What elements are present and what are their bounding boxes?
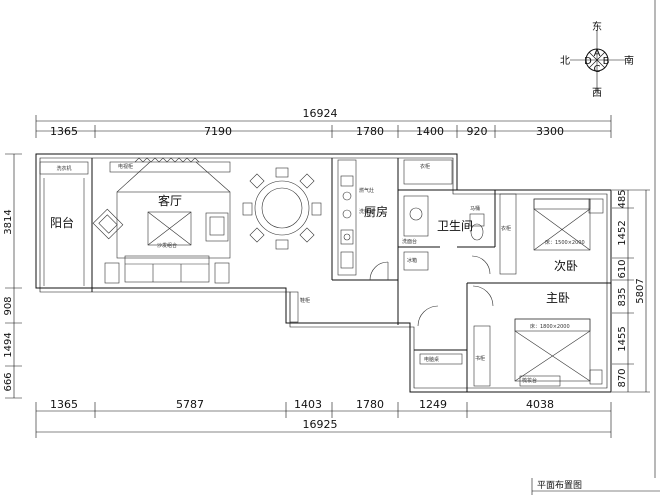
second-bed-size-label: 床：1500×2000	[545, 239, 585, 246]
dresser-label: 梳妆台	[522, 377, 537, 384]
top-dim-1: 1365	[50, 125, 78, 138]
closet-top: 衣柜	[403, 159, 453, 185]
shoe-cabinet-label: 鞋柜	[300, 297, 310, 304]
living-room-label: 客厅	[158, 193, 182, 208]
top-dimension-chain: 16924 1365 7190 1780 1400 920 3300	[35, 107, 612, 138]
left-dim-1: 3814	[3, 209, 14, 234]
right-dim-4: 835	[617, 287, 628, 306]
compass: A B C D 东 北 南 西	[560, 20, 634, 99]
bottom-dim-6: 4038	[526, 398, 554, 411]
left-dim-3: 1494	[3, 332, 14, 357]
bottom-dim-3: 1403	[294, 398, 322, 411]
compass-letter-d: D	[584, 56, 592, 67]
toilet-icon	[469, 213, 485, 241]
master-bed-icon	[514, 318, 591, 382]
top-dim-4: 1400	[416, 125, 444, 138]
bottom-dimension-chain: 1365 5787 1403 1780 1249 4038 16925	[35, 398, 612, 438]
top-dim-6: 3300	[536, 125, 564, 138]
sink-label: 洗菜盆	[359, 208, 374, 215]
carpet-pattern-icon	[147, 211, 192, 246]
bottom-dim-1: 1365	[50, 398, 78, 411]
top-dim-5: 920	[467, 125, 488, 138]
second-bed-icon	[533, 198, 591, 251]
right-dimension-chain: 485 1452 610 835 1455 870 5807	[612, 189, 650, 393]
balcony-label: 阳台	[50, 215, 74, 230]
wardrobe-top-label: 衣柜	[420, 163, 430, 170]
wash-basin-label: 洗面台	[402, 238, 417, 245]
master-bed-size-label: 床：1800×2000	[530, 323, 570, 330]
second-bedroom-label: 次卧	[554, 259, 578, 273]
compass-south-label: 南	[624, 54, 634, 67]
bottom-dim-4: 1780	[356, 398, 384, 411]
top-dim-2: 7190	[204, 125, 232, 138]
right-dim-6: 870	[617, 368, 628, 387]
fridge-label: 冰箱	[407, 257, 417, 264]
bathroom: 洗面台 马桶 卫生间 冰箱	[402, 195, 491, 275]
compass-letter-b: B	[603, 56, 610, 67]
bottom-dim-5: 1249	[419, 398, 447, 411]
compass-letter-a: A	[594, 48, 601, 59]
toilet-label: 马桶	[470, 205, 480, 212]
washer-label: 洗衣机	[56, 165, 71, 172]
dining-table-icon	[242, 167, 322, 250]
sofa-label: 沙发组合	[157, 242, 177, 249]
top-dim-3: 1780	[356, 125, 384, 138]
kitchen-label: 厨房	[364, 204, 388, 219]
right-dim-2: 1452	[617, 220, 628, 245]
compass-north-label: 北	[560, 55, 570, 67]
right-total-dim: 5807	[635, 278, 646, 303]
balcony: 洗衣机 阳台	[39, 161, 89, 286]
bottom-total-dim: 16925	[303, 418, 338, 431]
right-dim-1: 485	[617, 189, 628, 208]
top-total-dim: 16924	[303, 107, 338, 120]
bathroom-label: 卫生间	[437, 219, 473, 233]
right-dim-5: 1455	[617, 326, 628, 351]
left-dim-2: 908	[3, 296, 14, 315]
drawing-title-block: 平面布置图	[531, 478, 660, 495]
left-dim-4: 666	[3, 372, 14, 391]
bookcase-label: 书柜	[475, 355, 485, 362]
armchair-right-icon	[205, 212, 229, 242]
gas-stove-label: 燃气灶	[359, 187, 374, 194]
compass-east-label: 东	[592, 20, 602, 33]
armchair-left-icon	[92, 208, 124, 240]
walls	[35, 153, 612, 393]
compass-west-label: 西	[592, 88, 602, 99]
second-bedroom: 衣柜 床：1500×2000 次卧	[472, 193, 604, 307]
wardrobe-second-label: 衣柜	[501, 225, 511, 232]
master-bedroom: 主卧 床：1800×2000 书柜 梳妆台	[473, 291, 603, 387]
drawing-title: 平面布置图	[537, 479, 582, 491]
corridor-cabinet-label: 电脑桌	[424, 356, 439, 363]
right-dim-3: 610	[617, 259, 628, 278]
corridor: 电脑桌	[417, 305, 463, 365]
left-dimension-chain: 3814 908 1494 666	[3, 153, 22, 399]
master-bedroom-label: 主卧	[546, 291, 570, 305]
bottom-dim-2: 5787	[176, 398, 204, 411]
compass-letter-c: C	[594, 64, 601, 75]
kitchen: 燃气灶 洗菜盆 厨房	[337, 159, 389, 281]
living-room: 电视柜 客厅 沙发组合	[92, 157, 322, 323]
tv-cabinet-label: 电视柜	[118, 163, 133, 170]
